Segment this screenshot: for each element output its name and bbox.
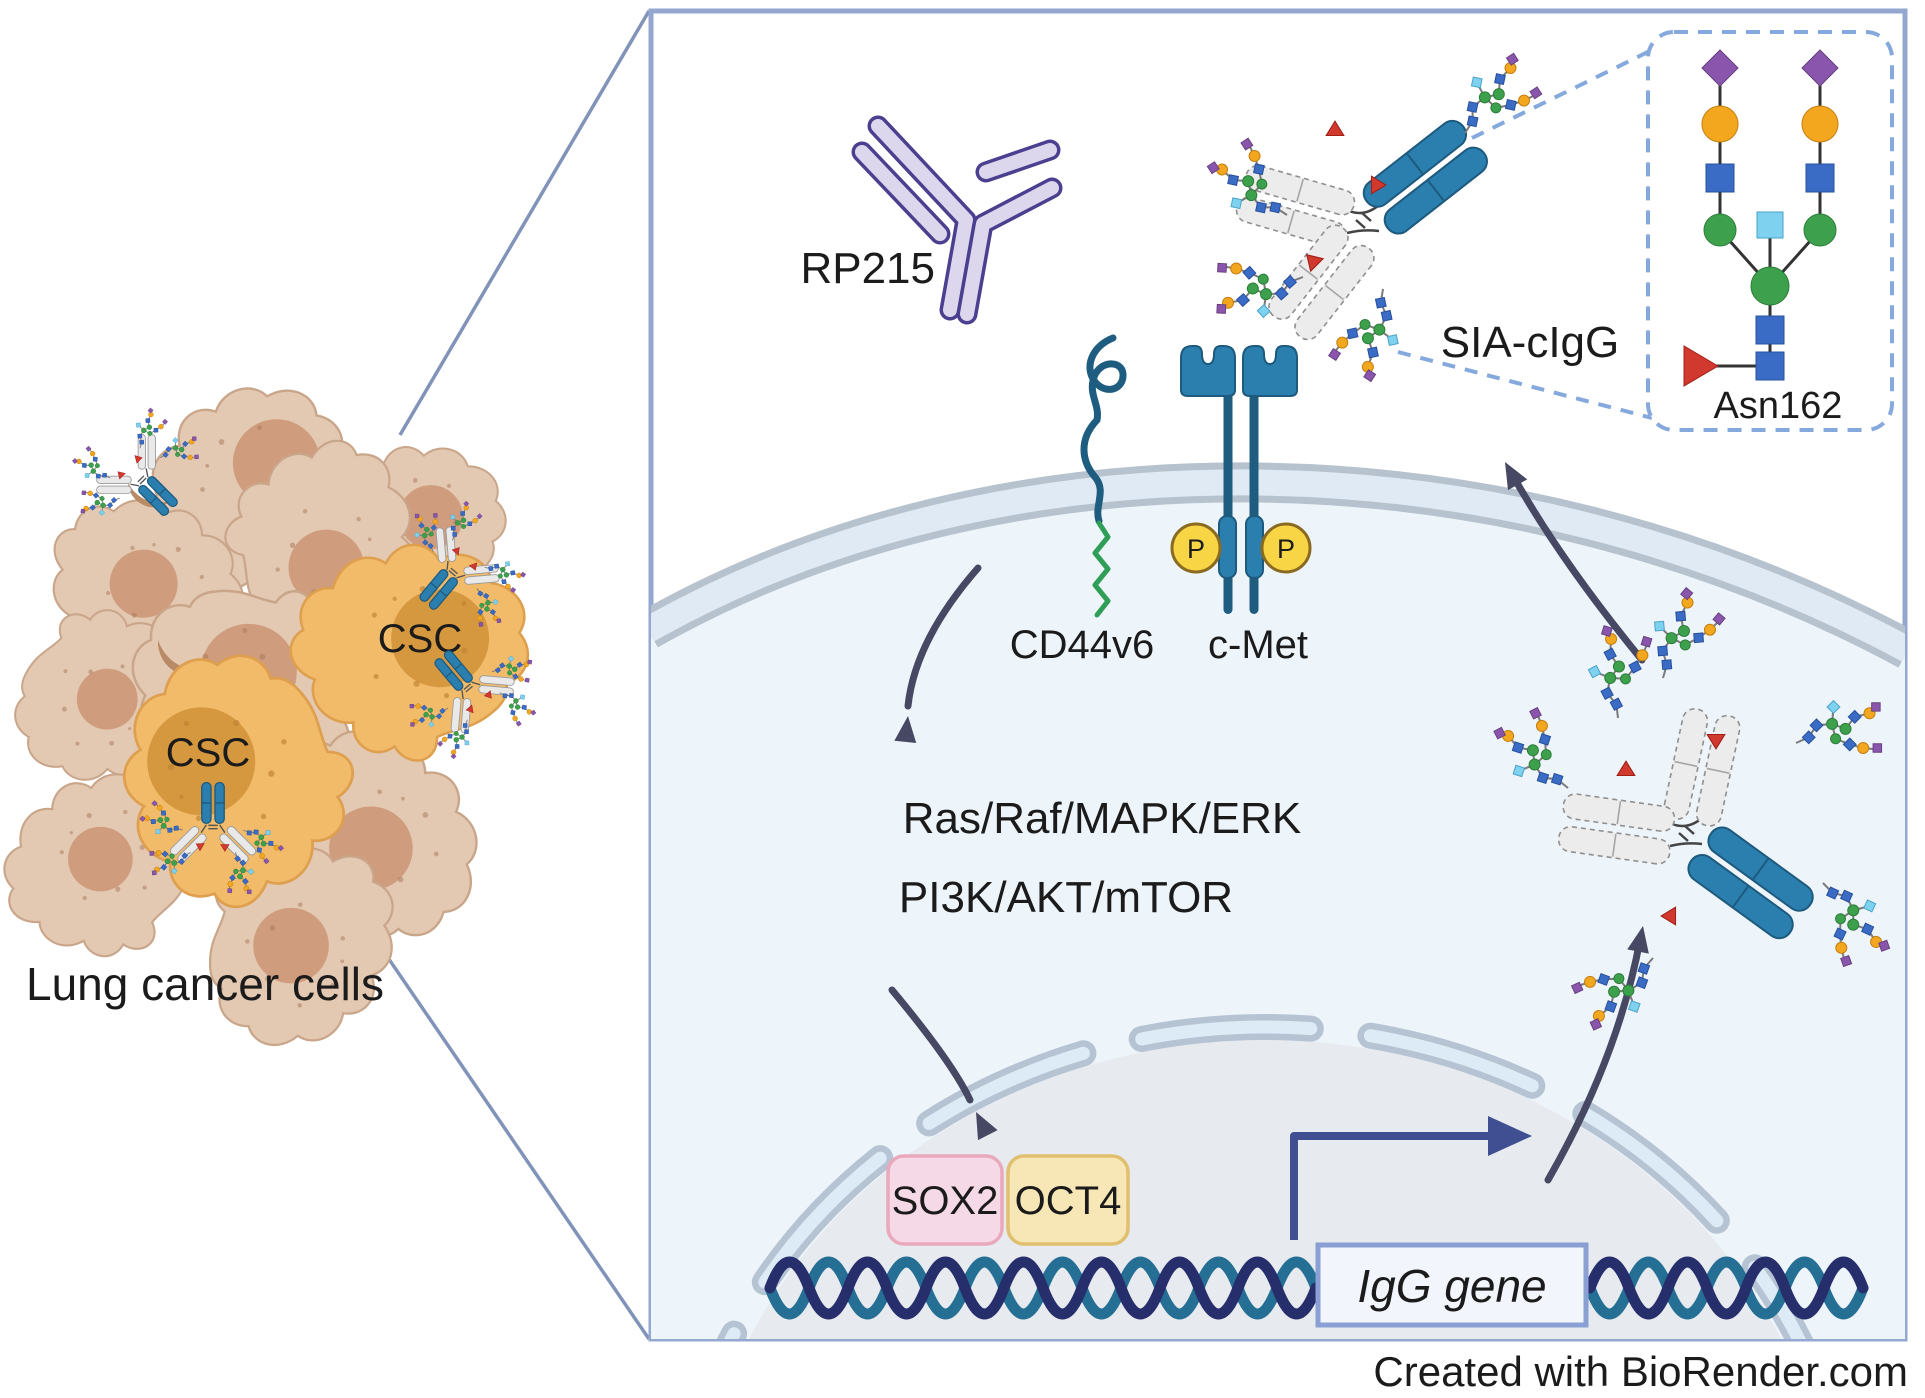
igg-gene-box bbox=[1315, 1242, 1589, 1328]
csc-cell bbox=[66, 618, 393, 944]
cmet-label: c-Met bbox=[1208, 623, 1308, 667]
rp215-label: RP215 bbox=[800, 244, 935, 293]
rp215-antibody bbox=[851, 115, 1063, 325]
pathway-pi3k-label: PI3K/AKT/mTOR bbox=[899, 873, 1233, 922]
lung-cancer-cells-label: Lung cancer cells bbox=[26, 958, 384, 1010]
biorender-credit: Created with BioRender.com bbox=[1373, 1348, 1908, 1395]
intracellular-cigg-antibody bbox=[1482, 583, 1907, 1043]
oct4-label: OCT4 bbox=[1015, 1179, 1122, 1223]
asn162-label: Asn162 bbox=[1714, 385, 1843, 427]
gene-to-antibody-arrow bbox=[1544, 936, 1644, 1184]
transcription-arrow bbox=[1290, 1116, 1532, 1240]
receptor-to-pathway-arrow bbox=[904, 564, 982, 710]
signaling-arrows bbox=[888, 462, 1649, 1184]
sia-cigg-label: SIA-cIgG bbox=[1441, 318, 1620, 367]
cmet-receptor: P P bbox=[1170, 345, 1312, 614]
igg-gene: IgG gene bbox=[1315, 1242, 1589, 1328]
cancer-stem-cells: CSC CSC bbox=[66, 490, 564, 944]
inset-callout-line bbox=[1471, 48, 1653, 140]
phospho-p-label: P bbox=[1277, 534, 1295, 564]
pathway-mapk-label: Ras/Raf/MAPK/ERK bbox=[903, 794, 1302, 843]
dna-helix bbox=[764, 1256, 1869, 1320]
pathway-to-nucleus-arrow bbox=[888, 986, 974, 1104]
oct4-box bbox=[1006, 1154, 1130, 1246]
nuclear-envelope bbox=[716, 1014, 1814, 1339]
csc-cell bbox=[255, 490, 564, 799]
zoom-callout-lines bbox=[343, 10, 651, 1340]
cd44v6-label: CD44v6 bbox=[1010, 623, 1155, 667]
phosphorylation-sites: P P bbox=[1170, 522, 1312, 574]
transcription-factors: SOX2 OCT4 bbox=[886, 1154, 1130, 1246]
phospho-p-label: P bbox=[1187, 534, 1205, 564]
sia-cigg-antibody bbox=[1191, 45, 1550, 391]
n-glycan-structure bbox=[1683, 49, 1839, 387]
secretion-arrow bbox=[1508, 470, 1646, 664]
cell-fold bbox=[157, 640, 214, 677]
sox2-box bbox=[886, 1154, 1004, 1246]
cd44v6-receptor bbox=[1080, 334, 1127, 618]
inset-callout-line bbox=[1397, 350, 1653, 420]
sox2-label: SOX2 bbox=[892, 1179, 999, 1223]
csc-label: CSC bbox=[166, 731, 250, 775]
zoom-panel: SOX2 OCT4 IgG gene Ras/Raf/MAPK/ERK PI3K… bbox=[648, 8, 1908, 1342]
cell-fold bbox=[128, 482, 172, 508]
igg-gene-label: IgG gene bbox=[1357, 1260, 1546, 1312]
glycan-inset: Asn162 bbox=[1397, 30, 1894, 432]
lung-cancer-cell-cluster: CSC CSC Lung cancer cells bbox=[0, 10, 651, 1340]
